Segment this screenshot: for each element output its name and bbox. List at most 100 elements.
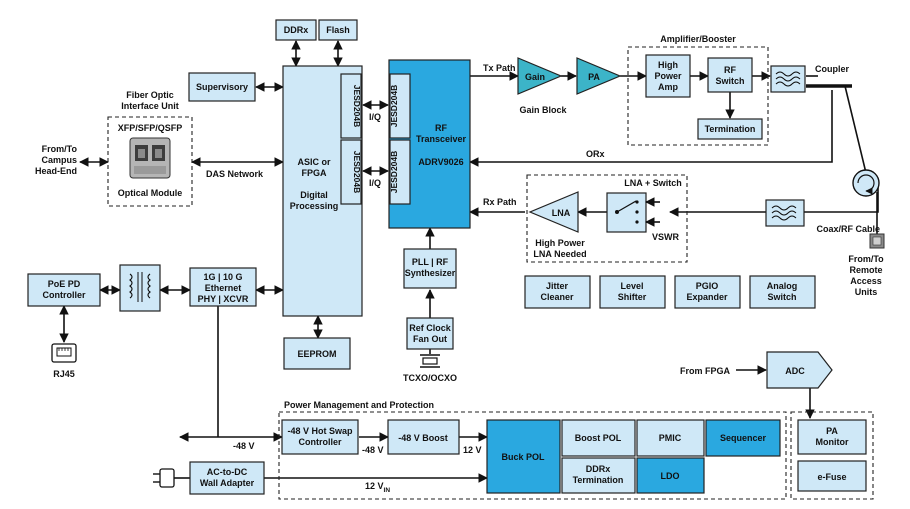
asic-label-2: FPGA — [301, 168, 327, 178]
gain-amplifier — [517, 57, 563, 95]
flash-block — [318, 19, 358, 41]
level-label-1: Level — [620, 281, 643, 291]
hpa-label-3: Amp — [658, 82, 679, 92]
from-fpga-label: From FPGA — [680, 366, 731, 376]
pgio-label-2: Expander — [686, 292, 728, 302]
termination-label: Termination — [705, 124, 756, 134]
v12in-label: 12 VIN — [365, 481, 390, 494]
adc-block — [766, 351, 833, 389]
fiber-title-2: Interface Unit — [121, 101, 179, 111]
pll-label-2: Synthesizer — [405, 268, 456, 278]
campus-label-2: Campus — [41, 155, 77, 165]
rx-filter-icon — [765, 199, 805, 227]
pll-label-1: PLL | RF — [412, 257, 449, 267]
neg48-label-b: -48 V — [362, 445, 384, 455]
poe-label-1: PoE PD — [48, 279, 81, 289]
efuse-block — [797, 460, 867, 492]
remote-label-1: From/To — [848, 254, 884, 264]
adc-label: ADC — [785, 366, 805, 376]
rf-label-3: ADRV9026 — [418, 157, 463, 167]
jitter-label-1: Jitter — [546, 281, 569, 291]
lna-amplifier — [528, 191, 579, 233]
rx-path-label: Rx Path — [483, 197, 517, 207]
amplifier-booster-group — [627, 46, 769, 146]
asic-label-3: Digital — [300, 190, 328, 200]
switch-icon — [606, 192, 647, 233]
fiber-ports-label: XFP/SFP/QSFP — [118, 123, 183, 133]
power-mgmt-title: Power Management and Protection — [284, 400, 434, 410]
pa-monitor-label-2: Monitor — [816, 437, 849, 447]
rf-label-2: Transceiver — [416, 134, 467, 144]
pgio-label-1: PGIO — [696, 281, 719, 291]
ddrx-block — [275, 19, 317, 41]
analog-switch-block — [749, 275, 816, 309]
tx-filter-icon — [770, 65, 806, 93]
refclk-label-2: Fan Out — [413, 334, 447, 344]
ref-clock-block — [406, 317, 454, 350]
transformer-icon — [119, 264, 161, 312]
pa-amplifier — [576, 57, 622, 95]
poe-pd-block — [27, 273, 101, 307]
hot-swap-block — [281, 419, 359, 455]
eth-label-1: 1G | 10 G — [203, 272, 242, 282]
optical-module-label: Optical Module — [118, 188, 183, 198]
hpa-label-2: Power — [654, 71, 682, 81]
pmic-label: PMIC — [659, 433, 682, 443]
rj45-label: RJ45 — [53, 369, 75, 379]
rf-switch-block — [707, 57, 753, 93]
jesd-rf-top-label: JESD204B — [389, 85, 399, 128]
ddrx-term-label-1: DDRx — [586, 464, 611, 474]
remote-label-4: Units — [855, 287, 878, 297]
jitter-label-2: Cleaner — [540, 292, 574, 302]
remote-label-2: Remote — [849, 265, 882, 275]
fiber-interface-group — [107, 116, 193, 207]
vswr-label: VSWR — [652, 232, 680, 242]
analog-label-2: Switch — [767, 292, 796, 302]
efuse-label: e-Fuse — [817, 472, 846, 482]
pgio-expander-block — [674, 275, 741, 309]
ac-dc-adapter-block — [189, 461, 265, 495]
campus-label-3: Head-End — [35, 166, 77, 176]
eth-label-2: Ethernet — [205, 283, 242, 293]
boost-pol-block — [561, 419, 636, 457]
boost-48-block — [387, 419, 460, 455]
connector-lines — [59, 40, 879, 483]
jesd-asic-top — [340, 73, 362, 139]
jesd-asic-bottom — [340, 139, 362, 205]
crystal-icon — [420, 354, 440, 368]
sequencer-label: Sequencer — [720, 433, 767, 443]
analog-label-1: Analog — [767, 281, 798, 291]
jesd-rf-top — [389, 73, 411, 139]
supervisory-block — [188, 72, 256, 102]
rj45-icon — [51, 343, 77, 363]
asic-label-4: Processing — [290, 201, 339, 211]
lna-switch-title: LNA + Switch — [624, 178, 681, 188]
v12-label: 12 V — [463, 445, 482, 455]
ddrx-term-label-2: Termination — [573, 475, 624, 485]
refclk-label-1: Ref Clock — [409, 323, 452, 333]
neg48-label-a: -48 V — [233, 441, 255, 451]
ethernet-phy-block — [189, 267, 257, 307]
tx-path-label: Tx Path — [483, 63, 516, 73]
tcxo-label: TCXO/OCXO — [403, 373, 457, 383]
amplifier-title: Amplifier/Booster — [660, 34, 736, 44]
pll-synth-block — [403, 248, 457, 289]
pa-monitor-label-1: PA — [826, 426, 838, 436]
ldo-label: LDO — [661, 471, 680, 481]
hp-lna-label-1: High Power — [535, 238, 585, 248]
gain-label: Gain — [525, 72, 545, 82]
jesd-asic-bottom-label: JESD204B — [352, 151, 362, 194]
ddrx-label: DDRx — [284, 25, 309, 35]
acdc-label-2: Wall Adapter — [200, 478, 255, 488]
coupler-label: Coupler — [815, 64, 849, 74]
supervisory-label: Supervisory — [196, 82, 248, 92]
termination-block — [697, 118, 763, 140]
pmic-block — [636, 419, 705, 457]
lna-switch-group — [526, 174, 688, 263]
plug-icon — [153, 468, 181, 488]
level-shifter-block — [599, 275, 666, 309]
pa-monitor-block — [797, 419, 867, 455]
circulator-icon — [852, 169, 880, 197]
jesd-rf-bottom-label: JESD204B — [389, 151, 399, 194]
